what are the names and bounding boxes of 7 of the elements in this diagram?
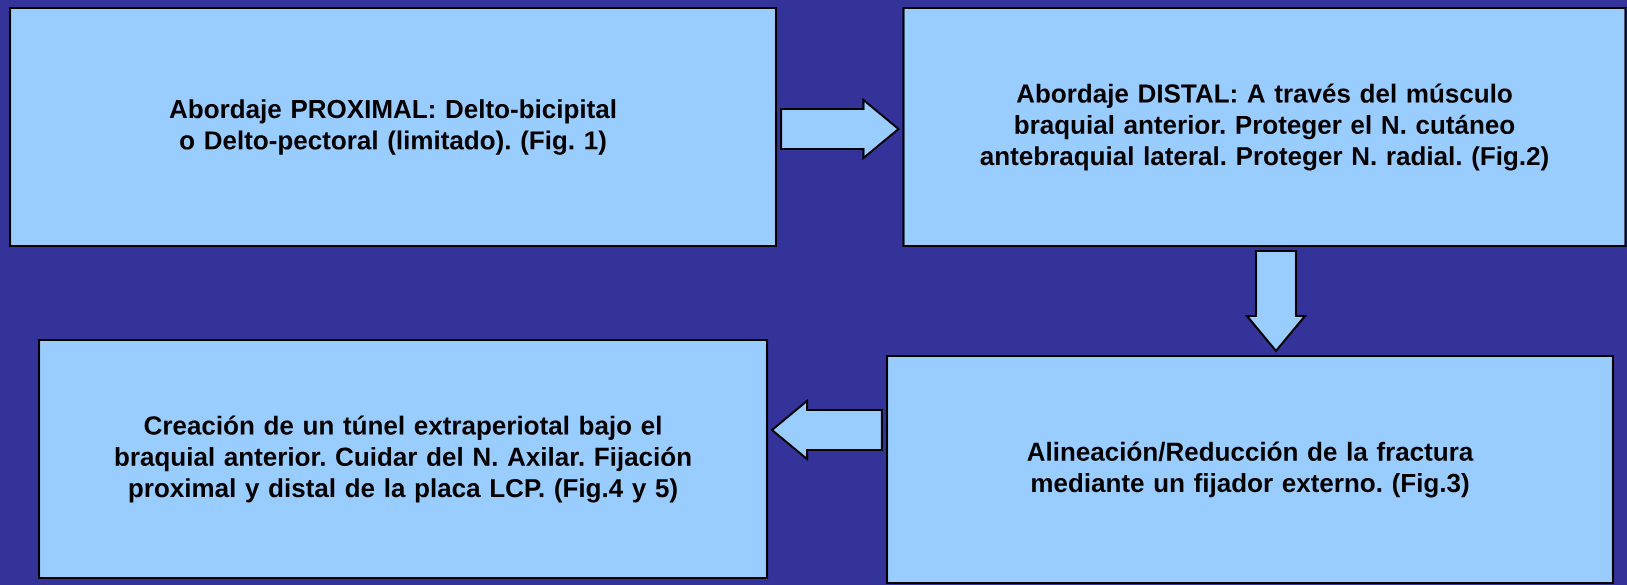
- block-arrow: [770, 398, 883, 462]
- process-box: Alineación/Reducción de la fractura mediante un fijador externo. (Fig.3): [885, 354, 1615, 585]
- process-box: Abordaje DISTAL: A través del músculo braquial anterior. Proteger el N. cutáneo antebraquial lateral. Proteger N. radial. (Fig.2): [902, 6, 1627, 248]
- process-box: Abordaje PROXIMAL: Delto-bicipital o Delto-pectoral (limitado). (Fig. 1): [8, 6, 778, 248]
- block-arrow: [1244, 250, 1308, 353]
- process-box: Creación de un túnel extraperiotal bajo el braquial anterior. Cuidar del N. Axilar. Fijación proximal y distal de la placa LCP. (Fig.4 y 5): [37, 338, 769, 580]
- block-arrow: [780, 97, 901, 161]
